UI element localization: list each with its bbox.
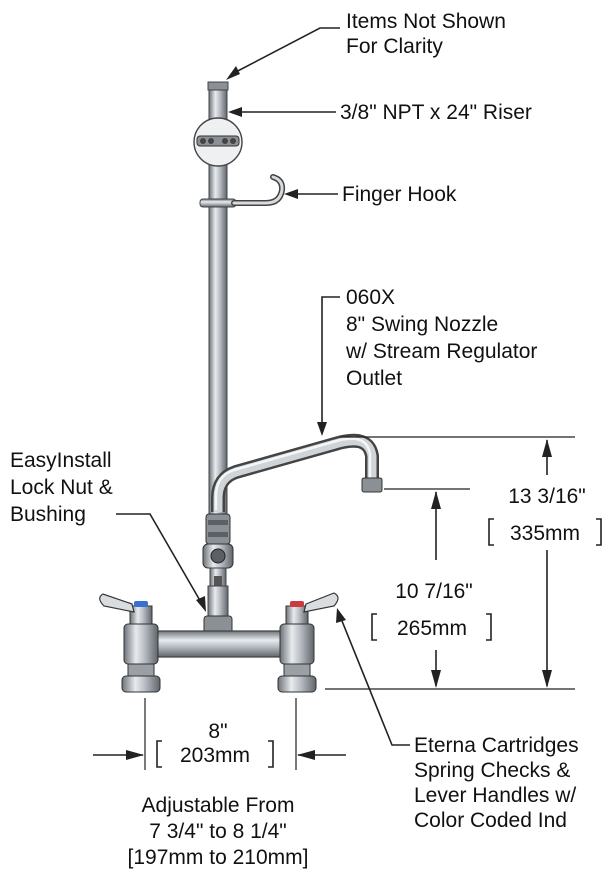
label-finger-hook: Finger Hook	[342, 183, 457, 206]
label-cartridges-1: Eterna Cartridges	[414, 734, 579, 757]
swing-nozzle	[211, 433, 383, 512]
faucet-artwork	[99, 81, 383, 693]
labels: Items Not Shown For Clarity 3/8" NPT x 2…	[10, 10, 586, 869]
label-items-not-shown-1: Items Not Shown	[346, 10, 506, 33]
dim-overall-height-metric: 335mm	[510, 522, 580, 545]
dim-adjustable-3: [197mm to 210mm]	[128, 846, 309, 869]
left-valve	[99, 593, 161, 693]
riser-fittings	[202, 513, 234, 617]
label-cartridges-3: Lever Handles w/	[414, 784, 576, 807]
label-nozzle-3: w/ Stream Regulator	[345, 340, 537, 363]
dim-adjustable-1: Adjustable From	[142, 794, 295, 817]
dim-center-spacing: 8"	[208, 720, 227, 743]
label-riser: 3/8" NPT x 24" Riser	[340, 101, 532, 124]
label-cartridges-4: Color Coded Ind	[414, 809, 567, 832]
dim-center-spacing-metric: 203mm	[180, 744, 250, 767]
label-items-not-shown-2: For Clarity	[346, 35, 443, 58]
stream-regulator-outlet	[361, 477, 383, 493]
left-lever-handle	[99, 593, 135, 613]
label-nozzle-4: Outlet	[346, 367, 402, 390]
faucet-body	[139, 630, 297, 658]
cold-indicator	[134, 601, 148, 607]
label-nozzle-2: 8" Swing Nozzle	[346, 313, 498, 336]
riser-cap	[207, 81, 229, 91]
callout-leaders	[116, 27, 410, 746]
label-cartridges-2: Spring Checks &	[414, 759, 570, 782]
label-lock-nut-2: Lock Nut &	[10, 476, 113, 499]
label-lock-nut-3: Bushing	[10, 503, 86, 526]
dim-overall-height: 13 3/16"	[508, 485, 586, 508]
dim-outlet-height: 10 7/16"	[395, 580, 473, 603]
hot-indicator	[290, 601, 304, 607]
right-valve	[277, 592, 339, 693]
dim-adjustable-2: 7 3/4" to 8 1/4"	[149, 820, 287, 843]
right-lever-handle	[303, 592, 339, 613]
dimension-lines	[93, 436, 602, 770]
label-lock-nut-1: EasyInstall	[10, 449, 112, 472]
dim-outlet-height-metric: 265mm	[397, 617, 467, 640]
finger-hook	[199, 174, 286, 208]
wall-bracket	[193, 117, 243, 167]
label-nozzle-1: 060X	[346, 286, 395, 309]
